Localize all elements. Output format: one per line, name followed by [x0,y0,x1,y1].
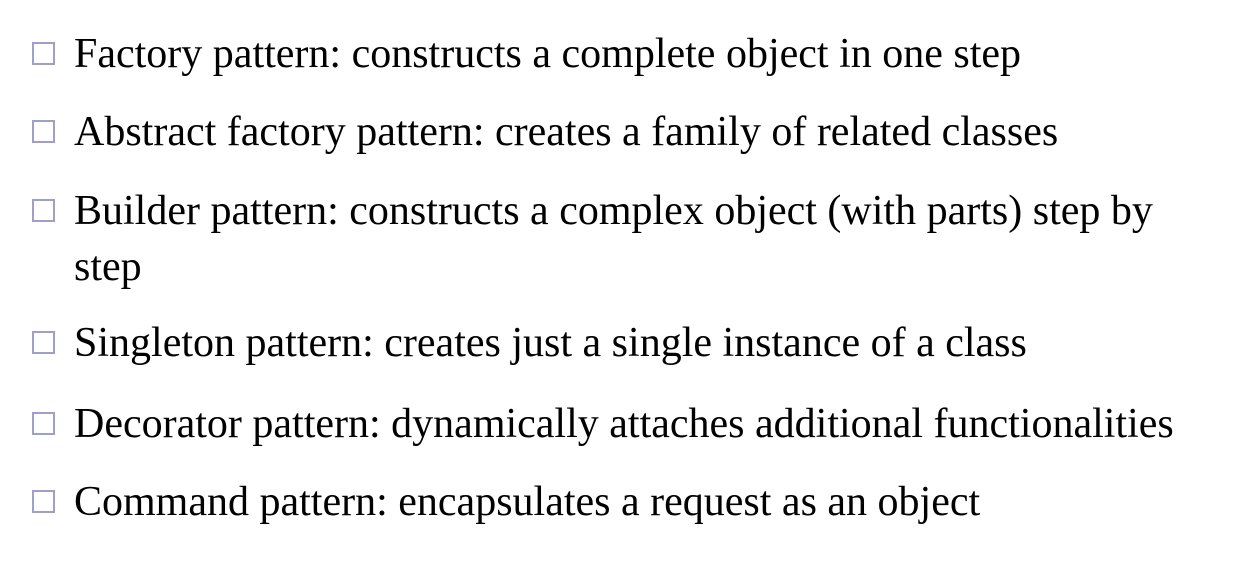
list-item-text: Factory pattern: constructs a complete o… [74,31,1022,77]
square-bullet-icon [32,120,55,143]
list-item-text: Decorator pattern: dynamically attaches … [74,401,1174,447]
list-item-text: Singleton pattern: creates just a single… [74,320,1027,366]
square-bullet-icon [32,490,55,513]
list-item-text: Command pattern: encapsulates a request … [74,479,981,525]
square-bullet-icon [32,199,55,222]
list-item-text: Abstract factory pattern: creates a fami… [74,109,1059,155]
square-bullet-icon [32,331,55,354]
square-bullet-icon [32,412,55,435]
square-bullet-icon [32,42,55,65]
list-item-text: Builder pattern: constructs a complex ob… [74,188,1153,290]
